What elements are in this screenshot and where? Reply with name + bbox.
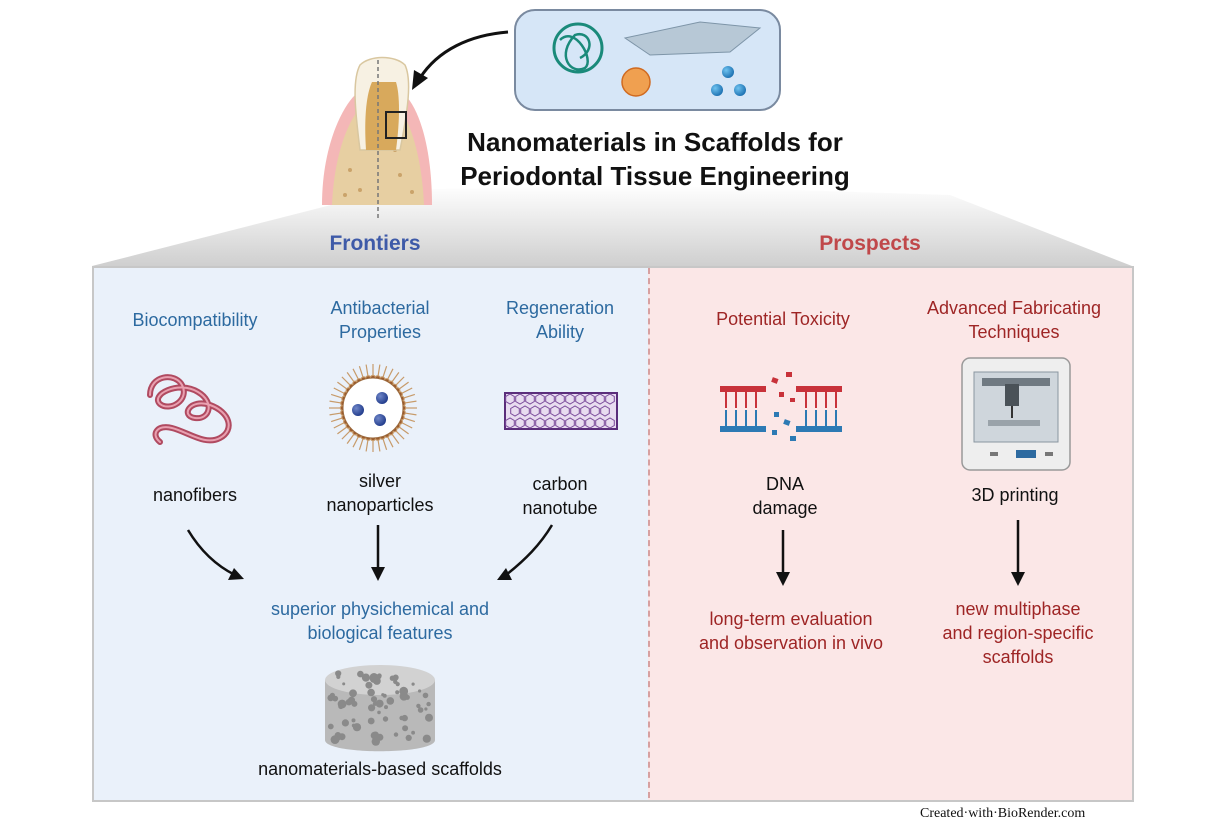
multiphase-line-3: scaffolds [982,647,1054,667]
dna-damage-label: DNA damage [720,472,850,520]
dna-damage-icon [720,372,842,441]
potential-toxicity-label: Potential Toxicity [716,309,850,329]
carbon-line-2: nanotube [522,498,598,518]
nanofibers-label: nanofibers [152,485,238,505]
title-line-2: Periodontal Tissue Engineering [460,161,850,191]
scaffold-label: nanomaterials-based scaffolds [258,759,502,779]
prospects-heading: Prospects [819,232,921,255]
title-line-1: Nanomaterials in Scaffolds for [467,127,843,157]
carbon-line-1: carbon [532,474,588,494]
silver-nanoparticles-label: silver nanoparticles [295,469,465,517]
antibacterial-label: Antibacterial Properties [290,296,470,344]
advanced-line-1: Advanced Fabricating [926,298,1102,318]
inset-arrow [418,30,509,79]
multiphase-line-2: and region-specific [942,623,1094,643]
frontiers-heading: Frontiers [329,232,421,255]
carbon-nanotube-icon [504,392,618,430]
superior-features-label: superior physichemical and biological fe… [230,597,530,645]
tooth-icon [322,56,432,220]
prospect-arrowheads [776,572,1025,586]
panel-divider [648,268,650,798]
antibacterial-line-1: Antibacterial [330,298,430,318]
antibacterial-line-2: Properties [338,322,422,342]
silver-line-1: silver [358,471,401,491]
regeneration-label: Regeneration Ability [475,296,645,344]
long-term-line-1: long-term evaluation [709,609,873,629]
silver-line-2: nanoparticles [326,495,434,515]
prospects-panel [648,266,1134,802]
silver-nanoparticle-icon [329,364,417,452]
dna-line-1: DNA [765,474,804,494]
prospect-arrows [781,520,1020,575]
porous-scaffold-icon [325,665,435,752]
3d-printing-label: 3D printing [971,485,1059,505]
frontier-arrows [186,524,554,577]
biorender-credit: Created·with·BioRender.com [920,806,1086,821]
advanced-fabricating-label: Advanced Fabricating Techniques [900,296,1128,344]
biocompatibility-label: Biocompatibility [132,310,258,330]
3d-printer-icon [961,357,1071,471]
new-multiphase-label: new multiphase and region-specific scaff… [918,597,1118,669]
frontier-arrowheads [228,567,512,581]
multiphase-line-1: new multiphase [955,599,1081,619]
carbon-nanotube-label: carbon nanotube [480,472,640,520]
long-term-evaluation-label: long-term evaluation and observation in … [668,607,914,655]
diagram-title: Nanomaterials in Scaffolds for Periodont… [400,125,910,193]
regeneration-line-1: Regeneration [505,298,615,318]
nanofiber-icon-inner [149,376,230,443]
superior-line-1: superior physichemical and [270,599,490,619]
projection-trapezoid [92,185,1132,266]
advanced-line-2: Techniques [968,322,1060,342]
long-term-line-2: and observation in vivo [698,633,884,653]
nanomaterials-inset-icon [514,9,781,111]
dna-line-2: damage [752,498,818,518]
regeneration-line-2: Ability [535,322,584,342]
superior-line-2: biological features [307,623,453,643]
inset-arrowhead [412,70,428,90]
